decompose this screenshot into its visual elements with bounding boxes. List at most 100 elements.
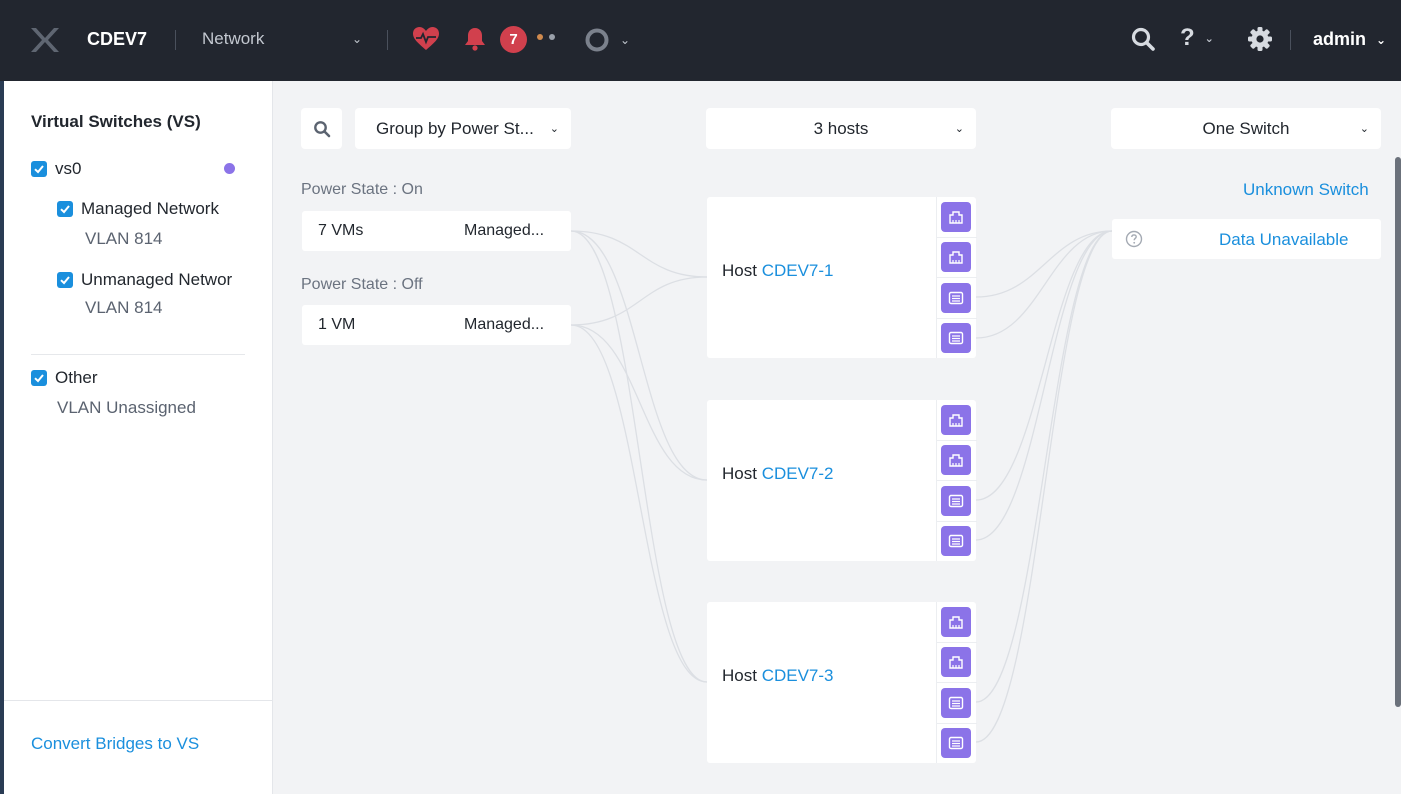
host-card: Host CDEV7-2 (707, 400, 977, 561)
search-icon (313, 120, 330, 137)
main-menu-label: Network (202, 29, 265, 48)
help-icon: ? (1180, 24, 1195, 51)
data-unavailable-text: Data Unavailable (1219, 230, 1349, 249)
other-vlan: VLAN Unassigned (57, 398, 196, 417)
panel-title: Virtual Switches (VS) (31, 112, 201, 131)
chevron-down-icon: ⌄ (954, 123, 964, 135)
top-navigation-bar: CDEV7 Network ⌄ 7 ⌄ ? ⌄ (0, 0, 1401, 81)
port-divider (937, 723, 977, 724)
header-divider (175, 30, 176, 50)
user-name: admin (1313, 29, 1367, 49)
virtual-switches-panel: Virtual Switches (VS) vs0 Managed Networ… (0, 81, 273, 794)
checkbox-checked-icon[interactable] (57, 272, 73, 288)
port-divider (937, 682, 977, 683)
window-edge (0, 81, 4, 794)
cluster-name[interactable]: CDEV7 (87, 29, 148, 49)
port-divider (937, 521, 977, 522)
port-divider (937, 440, 977, 441)
host-name-link[interactable]: CDEV7-2 (761, 464, 834, 483)
host-label: Host CDEV7-2 (722, 464, 834, 484)
switch-color-dot (224, 163, 235, 174)
chevron-down-icon: ⌄ (1376, 32, 1387, 47)
host-ports (936, 197, 977, 358)
port-divider (937, 480, 977, 481)
hosts-filter-dropdown[interactable]: 3 hosts ⌄ (706, 108, 976, 149)
ethernet-port-icon[interactable] (941, 647, 971, 677)
host-label: Host CDEV7-3 (722, 666, 834, 686)
port-divider (937, 642, 977, 643)
vm-count: 1 VM (318, 316, 356, 333)
port-divider (937, 318, 977, 319)
status-dots-icon[interactable] (537, 34, 555, 40)
vm-network: Managed... (464, 222, 545, 239)
other-name: Other (55, 368, 98, 387)
panel-footer: Convert Bridges to VS (0, 700, 273, 794)
section-divider (31, 354, 245, 355)
other-checkbox-row[interactable]: Other (31, 368, 98, 388)
ring-icon (585, 28, 609, 52)
group-label-power-on: Power State : On (301, 181, 423, 198)
chevron-down-icon: ⌄ (1204, 32, 1214, 45)
chevron-down-icon: ⌄ (351, 32, 362, 46)
host-name-link[interactable]: CDEV7-3 (761, 666, 834, 685)
nic-card-icon[interactable] (941, 486, 971, 516)
nic-card-icon[interactable] (941, 526, 971, 556)
switch-name: vs0 (55, 159, 82, 178)
host-card: Host CDEV7-3 (707, 602, 977, 763)
host-name-link[interactable]: CDEV7-1 (761, 261, 834, 280)
network-vlan: VLAN 814 (85, 229, 163, 248)
switch-data-box[interactable]: Data Unavailable (1112, 219, 1381, 259)
tasks-ring-dropdown[interactable]: ⌄ (584, 27, 630, 53)
chevron-down-icon: ⌄ (620, 33, 631, 47)
main-menu-dropdown[interactable]: Network ⌄ (202, 29, 362, 49)
vertical-scrollbar[interactable] (1395, 157, 1401, 707)
vm-count: 7 VMs (318, 222, 364, 239)
network-name: Unmanaged Networ (81, 270, 233, 289)
header-divider (387, 30, 388, 50)
alert-count-badge[interactable]: 7 (500, 26, 527, 53)
nic-card-icon[interactable] (941, 283, 971, 313)
unknown-switch-link[interactable]: Unknown Switch (1243, 180, 1369, 199)
ethernet-port-icon[interactable] (941, 202, 971, 232)
question-circle-icon (1125, 230, 1143, 253)
nic-card-icon[interactable] (941, 728, 971, 758)
vm-group-power-off[interactable]: 1 VM Managed... (302, 305, 571, 345)
host-card: Host CDEV7-1 (707, 197, 977, 358)
vm-group-power-on[interactable]: 7 VMs Managed... (302, 211, 571, 251)
nic-card-icon[interactable] (941, 323, 971, 353)
user-menu-dropdown[interactable]: admin ⌄ (1313, 29, 1386, 50)
switch-vs0-checkbox-row[interactable]: vs0 (31, 159, 81, 179)
gear-icon[interactable] (1247, 26, 1273, 52)
search-icon[interactable] (1130, 26, 1156, 52)
network-managed-checkbox-row[interactable]: Managed Network (57, 199, 219, 219)
host-ports (936, 400, 977, 561)
ethernet-port-icon[interactable] (941, 405, 971, 435)
header-divider (1290, 30, 1291, 50)
port-divider (937, 237, 977, 238)
convert-bridges-link[interactable]: Convert Bridges to VS (31, 734, 200, 753)
switch-filter-dropdown[interactable]: One Switch ⌄ (1111, 108, 1381, 149)
hosts-filter-label: 3 hosts (813, 118, 869, 138)
ethernet-port-icon[interactable] (941, 607, 971, 637)
help-dropdown[interactable]: ? ⌄ (1180, 24, 1214, 52)
heart-icon[interactable] (412, 26, 440, 52)
network-name: Managed Network (81, 199, 219, 218)
checkbox-checked-icon[interactable] (31, 370, 47, 386)
group-by-label: Group by Power St... (376, 118, 534, 138)
checkbox-checked-icon[interactable] (57, 201, 73, 217)
ethernet-port-icon[interactable] (941, 242, 971, 272)
bell-icon[interactable] (463, 26, 487, 52)
host-ports (936, 602, 977, 763)
nutanix-x-logo-icon[interactable] (28, 26, 62, 54)
checkbox-checked-icon[interactable] (31, 161, 47, 177)
network-vlan: VLAN 814 (85, 298, 163, 317)
group-by-dropdown[interactable]: Group by Power St... ⌄ (355, 108, 571, 149)
search-button[interactable] (301, 108, 342, 149)
nic-card-icon[interactable] (941, 688, 971, 718)
group-label-power-off: Power State : Off (301, 276, 423, 293)
ethernet-port-icon[interactable] (941, 445, 971, 475)
host-label: Host CDEV7-1 (722, 261, 834, 281)
port-divider (937, 277, 977, 278)
chevron-down-icon: ⌄ (549, 123, 559, 135)
network-unmanaged-checkbox-row[interactable]: Unmanaged Networ (57, 270, 247, 290)
